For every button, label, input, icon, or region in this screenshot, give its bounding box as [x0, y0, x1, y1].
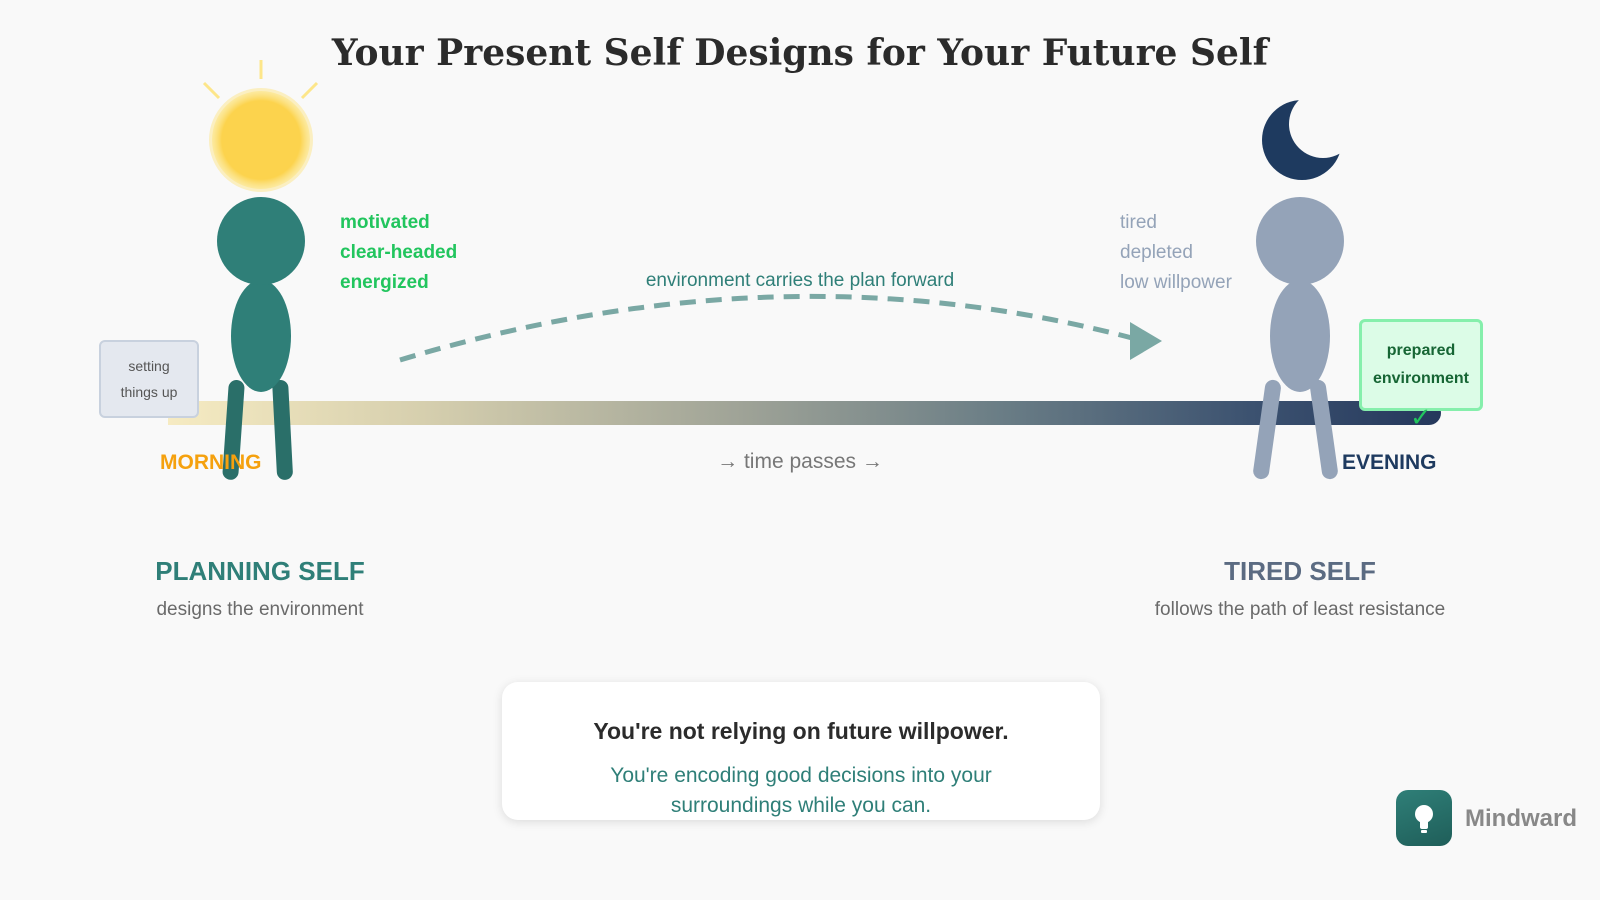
tired-traits: tired depleted low willpower [1120, 208, 1232, 298]
evening-label: EVENING [1342, 451, 1437, 474]
trait-motivated: motivated [340, 212, 430, 233]
planning-self-subheading: designs the environment [156, 599, 364, 620]
trait-energized: energized [340, 272, 429, 293]
trait-low-willpower: low willpower [1120, 272, 1232, 293]
setting-things-up-box: setting things up [99, 340, 199, 418]
callout-card: You're not relying on future willpower. … [502, 682, 1100, 820]
tired-self-subheading: follows the path of least resistance [1154, 599, 1446, 620]
morning-label: MORNING [160, 451, 262, 474]
time-passes-label: → time passes → [717, 450, 883, 473]
trait-depleted: depleted [1120, 242, 1193, 263]
lightbulb-icon [1396, 790, 1452, 846]
sun-icon [202, 60, 319, 192]
flow-label: environment carries the plan forward [645, 270, 955, 291]
tired-self-figure [1253, 197, 1344, 480]
callout-headline: You're not relying on future willpower. [593, 718, 1009, 744]
callout-body: You're encoding good decisions into your… [610, 764, 992, 817]
timeline-bar [168, 401, 1441, 425]
prepared-environment-box: prepared environment [1359, 319, 1483, 411]
flow-arrow [399, 293, 1162, 363]
trait-clear-headed: clear-headed [340, 242, 458, 263]
planning-self-figure [217, 197, 305, 480]
planning-traits: motivated clear-headed energized [340, 208, 457, 298]
tired-self-heading: TIRED SELF [1224, 556, 1376, 586]
planning-self-heading: PLANNING SELF [155, 556, 365, 586]
moon-icon [1262, 90, 1357, 180]
trait-tired: tired [1120, 212, 1157, 233]
check-icon: ✓ [1410, 402, 1432, 432]
brand-name: Mindward [1465, 805, 1577, 832]
page-title: Your Present Self Designs for Your Futur… [331, 32, 1269, 74]
